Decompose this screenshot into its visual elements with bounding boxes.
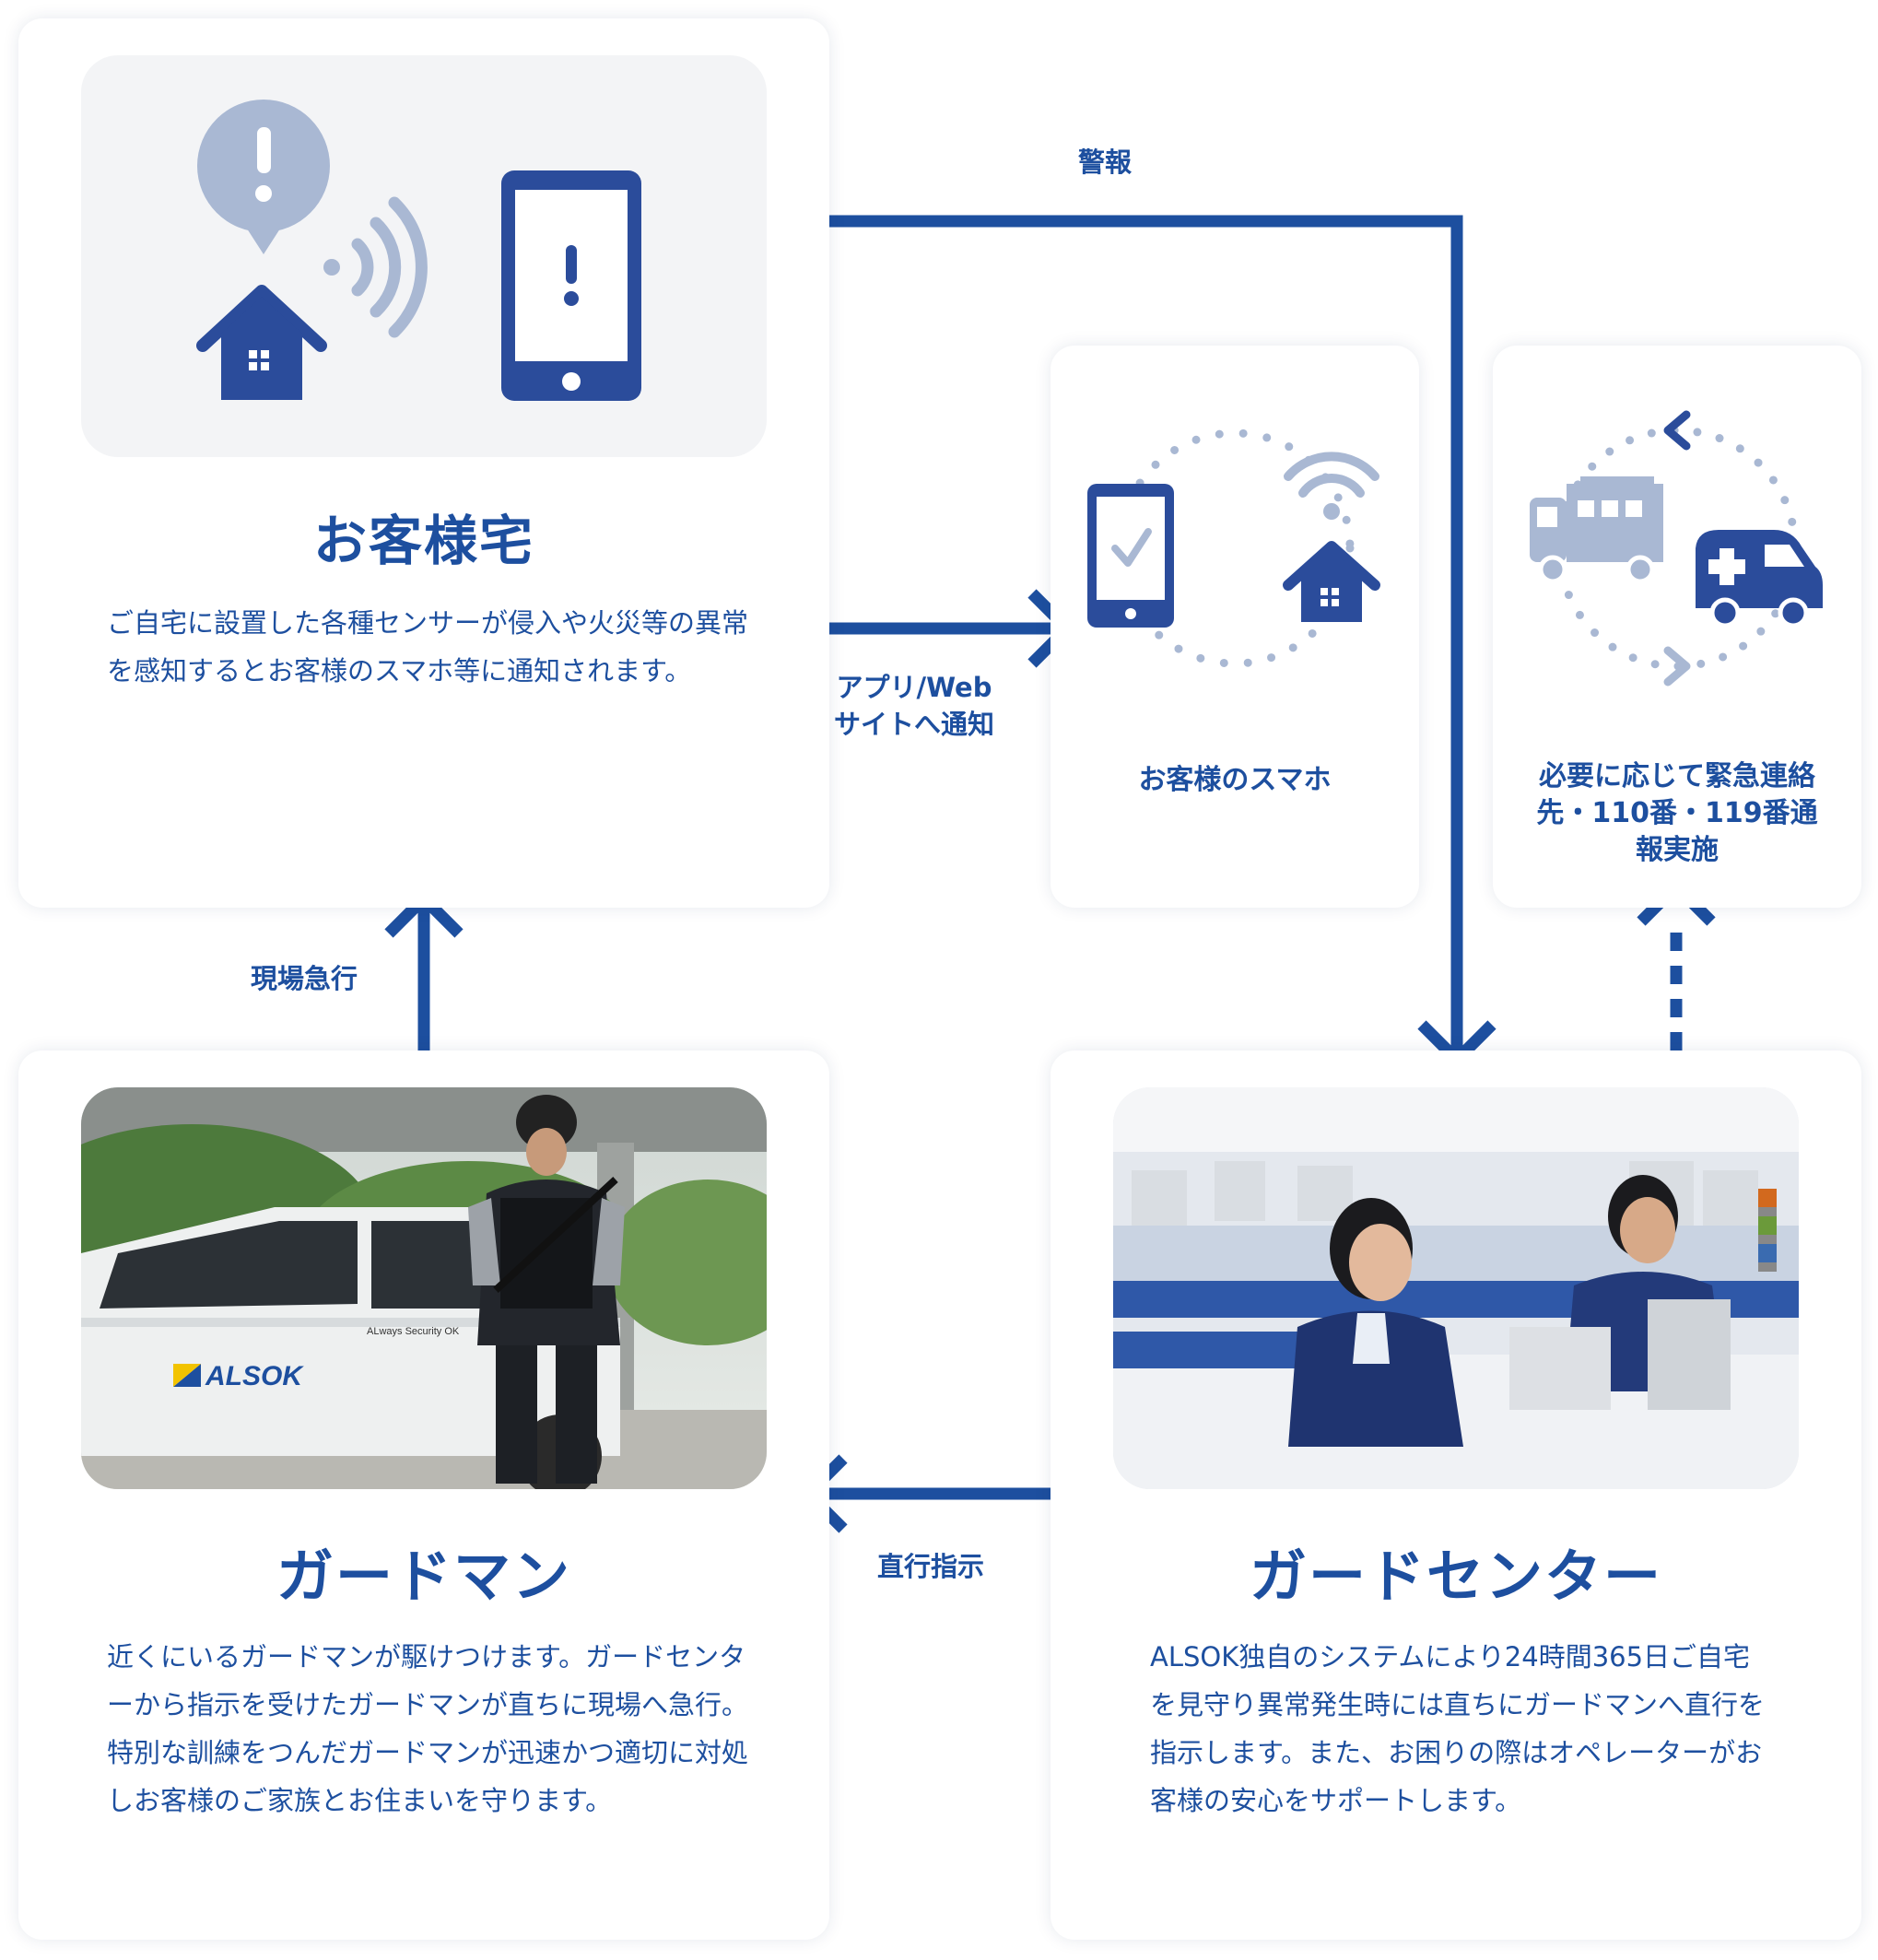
emergency-label: 必要に応じて緊急連絡先・110番・119番通報実施 bbox=[1536, 760, 1818, 866]
rush-label: 現場急行 bbox=[251, 963, 358, 994]
home-description: ご自宅に設置した各種センサーが侵入や火災等の異常を感知するとお客様のスマホ等に通… bbox=[107, 607, 749, 687]
guardman-photo: ALSOK ALways Security OK bbox=[81, 1087, 767, 1489]
emergency-card: 必要に応じて緊急連絡先・110番・119番通報実施 bbox=[1493, 346, 1861, 908]
fire-truck-icon bbox=[1530, 476, 1663, 584]
guard-center-photo bbox=[1113, 1087, 1799, 1489]
svg-text:ALSOK: ALSOK bbox=[205, 1361, 304, 1391]
guard-figure bbox=[468, 1095, 625, 1484]
home-card: お客様宅 ご自宅に設置した各種センサーが侵入や火災等の異常を感知するとお客様のス… bbox=[18, 18, 829, 908]
signal-tower-light bbox=[1758, 1189, 1777, 1272]
smartphone-label: お客様のスマホ bbox=[1138, 764, 1332, 796]
guardman-description: 近くにいるガードマンが駆けつけます。ガードセンターから指示を受けたガードマンが直… bbox=[107, 1641, 749, 1816]
guard-center-card: ガードセンター ALSOK独自のシステムにより24時間365日ご自宅を見守り異常… bbox=[1051, 1050, 1861, 1940]
operator-woman bbox=[1288, 1198, 1463, 1447]
guard-center-title: ガードセンター bbox=[1249, 1543, 1662, 1610]
alsok-logo-on-car: ALSOK bbox=[173, 1361, 304, 1391]
smartphone-check-icon bbox=[1087, 484, 1174, 628]
smartphone-alert-icon bbox=[501, 170, 641, 401]
house-icon bbox=[196, 285, 327, 400]
ambulance-icon bbox=[1696, 530, 1823, 628]
alarm-label: 警報 bbox=[1078, 147, 1133, 178]
app-notify-label: アプリ/Web サイトへ通知 bbox=[834, 669, 994, 743]
guard-center-description: ALSOK独自のシステムにより24時間365日ご自宅を見守り異常発生時には直ちに… bbox=[1150, 1641, 1766, 1816]
house-wifi-icon bbox=[1283, 452, 1380, 622]
app-notify-label-line1: アプリ/Web bbox=[836, 672, 992, 703]
signal-waves-icon bbox=[323, 196, 428, 338]
home-title: お客様宅 bbox=[312, 510, 534, 572]
guardman-title: ガードマン bbox=[276, 1543, 571, 1610]
car-slogan-text: ALways Security OK bbox=[367, 1326, 460, 1337]
guardman-card: ALSOK ALways Security OK ガードマン 近くにいるガードマ… bbox=[18, 1050, 829, 1940]
alert-bubble-icon bbox=[197, 100, 330, 254]
direct-label: 直行指示 bbox=[877, 1551, 985, 1582]
smartphone-card: お客様のスマホ bbox=[1051, 346, 1419, 908]
home-illustration bbox=[81, 55, 767, 457]
alarm-arrow bbox=[829, 215, 1463, 1060]
app-notify-label-line2: サイトへ通知 bbox=[834, 709, 995, 740]
